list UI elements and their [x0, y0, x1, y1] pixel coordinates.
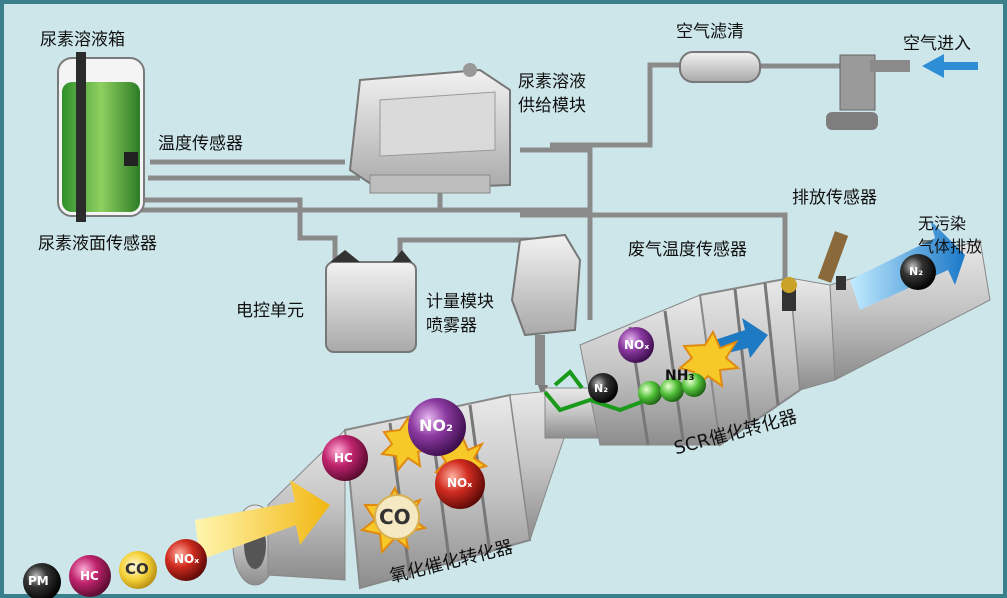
dosing-module	[510, 233, 582, 400]
molecule-n2-scr	[588, 373, 618, 403]
label-supply-module: 尿素溶液 供给模块	[518, 72, 586, 116]
label-exhaust-sensor: 排放传感器	[792, 188, 877, 208]
label-clean-gas: 无污染 气体排放	[918, 214, 983, 256]
urea-tank	[57, 52, 145, 222]
molecule-hc-oxi	[322, 435, 368, 481]
exhaust-temp-sensor-icon	[781, 277, 797, 311]
molecule-co-incoming	[119, 551, 157, 589]
molecule-label-hc-oxi: HC	[334, 451, 353, 465]
molecule-label-n2-scr: N₂	[594, 382, 609, 395]
molecule-nox-scr	[618, 327, 654, 363]
urea-spray	[543, 369, 661, 413]
molecule-label-nox-scr: NOₓ	[624, 338, 650, 352]
air-in-arrow-icon	[922, 54, 978, 78]
molecule-n2-out	[900, 254, 936, 290]
molecule-label-pm: PM	[28, 574, 49, 588]
label-exhaust-temp-sensor: 废气温度传感器	[628, 240, 747, 260]
molecule-no2-oxi	[408, 398, 466, 456]
molecule-label-nox-incoming: NOₓ	[174, 552, 200, 566]
label-ecu: 电控单元	[236, 301, 304, 321]
molecule-hc-incoming	[69, 555, 111, 597]
supply-module	[348, 63, 511, 194]
label-air-in: 空气进入	[903, 34, 971, 54]
molecule-label-no2-oxi: NO₂	[419, 416, 453, 435]
molecule-label-co-oxi: CO	[379, 505, 411, 529]
molecule-pm	[23, 563, 61, 598]
label-air-filter: 空气滤清	[676, 22, 744, 42]
molecule-co-oxi	[374, 494, 420, 540]
exhaust-sensor-icon	[817, 231, 849, 290]
label-urea-tank: 尿素溶液箱	[40, 30, 125, 50]
molecule-label-hc-incoming: HC	[80, 569, 99, 583]
label-level-sensor: 尿素液面传感器	[38, 234, 157, 254]
ecu-box	[325, 250, 417, 353]
exhaust-flow-arrow-icon	[195, 480, 330, 560]
air-filter	[679, 51, 910, 130]
label-temp-sensor: 温度传感器	[158, 134, 243, 154]
label-dosing: 计量模块 喷雾器	[426, 292, 494, 336]
molecule-label-nh3-scr: NH₃	[665, 368, 695, 384]
molecule-nox-oxi	[435, 459, 485, 509]
molecule-nox-incoming	[165, 539, 207, 581]
molecule-nh3-scr	[638, 373, 706, 405]
molecule-label-co-incoming: CO	[125, 560, 149, 578]
molecule-label-n2-out: N₂	[909, 265, 924, 278]
molecule-label-nox-oxi: NOₓ	[447, 476, 473, 490]
